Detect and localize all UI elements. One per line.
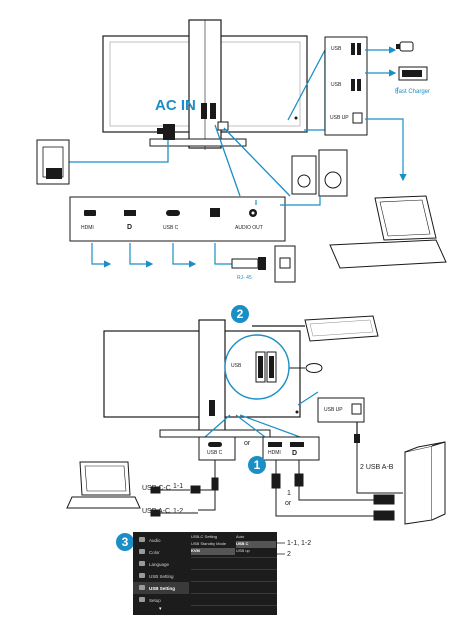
osd-value-usbc[interactable]: USB C: [236, 541, 276, 548]
osd-item-usb-setting-2[interactable]: USB Setting: [133, 582, 189, 594]
bottom-cables: [190, 460, 395, 521]
port-callout-lines: [214, 124, 291, 197]
osd-kvm[interactable]: KVM: [191, 548, 235, 555]
dp-label: D: [127, 224, 133, 231]
usb1-label: USB: [331, 46, 342, 52]
hdmi-port-label: HDMI: [268, 450, 281, 456]
hdmi-label: HDMI: [81, 225, 94, 231]
usb-up-box: [297, 391, 403, 494]
osd-item-language[interactable]: Language: [133, 558, 189, 570]
pc-tower: [404, 441, 446, 525]
osd-menu: Audio Color Language USB Setting USB Set…: [133, 532, 277, 615]
ac-in-label: AC IN: [155, 97, 196, 114]
usb-panel-top: [287, 36, 407, 182]
bottom-port-box: [198, 414, 320, 461]
usb-hub-label: USB: [231, 363, 242, 369]
osd-callout-1: 1-1, 1-2: [287, 540, 312, 547]
monitor-back-top: [102, 19, 308, 150]
fast-charger-label: Fast Charger: [395, 89, 431, 95]
dp-port-label: D: [292, 450, 298, 457]
usb-cc-label: USB C-C: [142, 485, 171, 492]
badge-1: 1: [248, 456, 266, 474]
usb-up-label: USB UP: [330, 115, 349, 121]
wall-outlet: [36, 139, 70, 185]
osd-divider: [191, 593, 277, 594]
usb-ab-label: 2 USB A-B: [360, 464, 394, 471]
osd-divider: [191, 557, 277, 558]
one-label: 1: [287, 490, 291, 497]
usb-up-label-bottom: USB UP: [324, 407, 343, 413]
setup-icon: [139, 597, 145, 602]
usbc-port-label: USB C: [207, 450, 223, 456]
usb-cables-left: [150, 486, 198, 517]
osd-down-arrow: ▾: [159, 606, 162, 612]
port-strip: [69, 196, 286, 242]
laptop-top: [329, 195, 447, 269]
osd-divider: [191, 581, 277, 582]
audio-out-label: AUDIO OUT: [235, 225, 263, 231]
badge-3: 3: [116, 533, 134, 551]
language-icon: [139, 561, 145, 566]
osd-item-audio[interactable]: Audio: [133, 534, 189, 546]
usb-ac-number: 1-2: [173, 508, 184, 515]
phone-device: [396, 66, 428, 95]
or-label-1: or: [244, 440, 251, 447]
speakers: [255, 149, 348, 206]
osd-item-color[interactable]: Color: [133, 546, 189, 558]
usb-cc-number: 1-1: [173, 483, 184, 490]
osd-usbc-setting[interactable]: USB-C Setting: [191, 534, 218, 539]
audio-icon: [139, 537, 145, 542]
color-icon: [139, 549, 145, 554]
badge-2: 2: [231, 305, 249, 323]
osd-divider: [191, 605, 277, 606]
osd-value-auto[interactable]: Auto: [236, 534, 245, 539]
usb-icon: [139, 585, 145, 590]
usb-stick: [396, 41, 414, 52]
usb2-label: USB: [331, 82, 342, 88]
or-label-2: or: [285, 500, 292, 507]
usbc-label: USB C: [163, 225, 179, 231]
keyboard: [252, 315, 379, 342]
osd-divider: [191, 569, 277, 570]
osd-value-usbup[interactable]: USB up: [236, 548, 250, 553]
port-arrows: [91, 243, 232, 268]
rj45-label: RJ- 45: [237, 275, 252, 281]
usb-icon: [139, 573, 145, 578]
laptop-bottom: [66, 461, 141, 509]
osd-usb-standby[interactable]: USB Standby Mode: [191, 541, 227, 546]
rj45-cable: [231, 245, 296, 283]
usb-ac-label: USB A-C: [142, 508, 171, 515]
osd-item-setup[interactable]: Setup: [133, 594, 189, 606]
usb-hub-callout: [224, 334, 290, 400]
osd-callout-2: 2: [287, 551, 291, 558]
osd-item-usb-setting-1[interactable]: USB Setting: [133, 570, 189, 582]
